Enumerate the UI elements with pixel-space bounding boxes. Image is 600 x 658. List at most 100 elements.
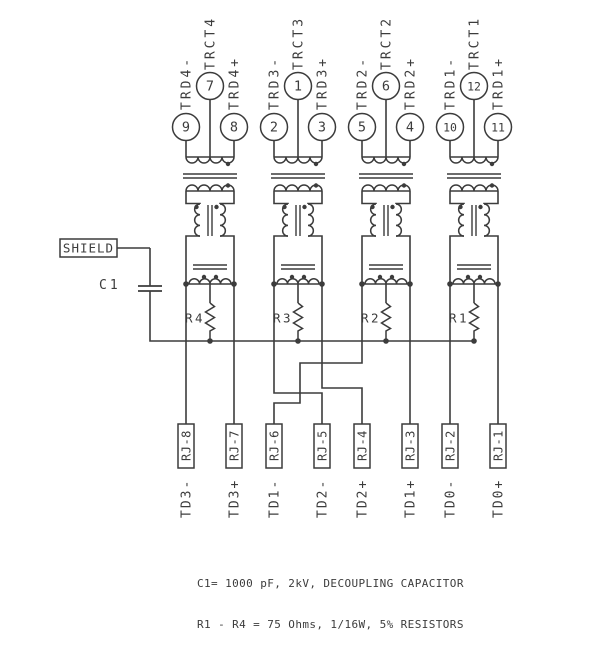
primary-winding [361, 156, 411, 164]
wire [483, 191, 499, 205]
connector-label: RJ-4 [356, 430, 370, 461]
wire [273, 235, 288, 284]
pin-number: 7 [206, 79, 214, 95]
connector-label: RJ-8 [180, 430, 194, 461]
choke-coil [483, 203, 491, 237]
wire [273, 191, 289, 205]
pin-number: 1 [294, 79, 302, 95]
polarity-dot [458, 204, 463, 210]
secondary-winding [185, 184, 235, 192]
polarity-dot [377, 274, 383, 280]
polarity-dot [313, 161, 319, 167]
signal-label: TD0+ [492, 479, 507, 518]
wire [449, 191, 465, 205]
pin-number: 6 [382, 79, 390, 95]
secondary-winding [449, 184, 499, 192]
wire [484, 235, 499, 284]
top-label-center-tap: TRCT1 [468, 16, 483, 70]
polarity-dot [401, 183, 407, 188]
primary-winding [273, 156, 323, 164]
resistor-label: R1 [449, 311, 469, 326]
resistor [380, 302, 392, 341]
note-capacitor: C1= 1000 pF, 2kV, DECOUPLING CAPACITOR [197, 577, 464, 590]
pin-number: 2 [270, 120, 278, 136]
polarity-dot [194, 204, 199, 210]
primary-winding [185, 156, 235, 164]
polarity-dot [477, 274, 483, 280]
polarity-dot [313, 183, 319, 188]
signal-label: TD3- [180, 479, 195, 518]
polarity-dot [289, 274, 295, 280]
choke-coil [307, 203, 315, 237]
choke-coil [457, 203, 465, 237]
connector-label: RJ-3 [404, 430, 418, 461]
signal-label: TD0- [444, 479, 459, 518]
connector-label: RJ-1 [492, 430, 506, 461]
top-label-plus: TRD4+ [228, 56, 243, 110]
connector-box [225, 423, 243, 469]
pin-number: 3 [318, 120, 326, 136]
signal-label: TD2- [316, 479, 331, 518]
polarity-dot [201, 274, 207, 280]
signal-label: TD3+ [228, 479, 243, 518]
wire [185, 191, 201, 205]
choke-coil [193, 203, 201, 237]
connector-label: RJ-7 [228, 430, 242, 461]
pin-number: 4 [406, 120, 414, 136]
polarity-dot [390, 204, 395, 210]
note-resistors: R1 - R4 = 75 Ohms, 1/16W, 5% RESISTORS [197, 617, 464, 631]
primary-winding [449, 156, 499, 164]
connector-box [265, 423, 283, 469]
polarity-dot [370, 204, 375, 210]
connector-label: RJ-5 [316, 430, 330, 461]
schematic-canvas: TRD4-TRCT4TRD4+978R4TRD3-TRCT3TRD3+213R3… [59, 16, 513, 518]
wire [185, 235, 200, 284]
polarity-dot [401, 161, 407, 167]
connector-box [177, 423, 195, 469]
choke-coil [395, 203, 403, 237]
top-label-center-tap: TRCT3 [292, 16, 307, 70]
polarity-dot [301, 274, 307, 280]
top-label-minus: TRD3- [268, 56, 283, 110]
wire [307, 191, 323, 205]
polarity-dot [478, 204, 483, 210]
wire [396, 235, 411, 284]
connector-box [313, 423, 331, 469]
signal-label: TD1- [268, 479, 283, 518]
wire [449, 235, 464, 284]
top-label-center-tap: TRCT2 [380, 16, 395, 70]
polarity-dot [489, 161, 495, 167]
pin-number: 12 [467, 80, 481, 94]
termination-bus [149, 291, 474, 342]
notes-block: C1= 1000 pF, 2kV, DECOUPLING CAPACITOR R… [197, 550, 464, 658]
connector-box [441, 423, 459, 469]
choke-coil [281, 203, 289, 237]
top-label-minus: TRD1- [444, 56, 459, 110]
polarity-dot [214, 204, 219, 210]
choke-coil [369, 203, 377, 237]
resistor-label: R4 [185, 311, 205, 326]
output-wire [321, 284, 363, 424]
polarity-dot [225, 161, 231, 167]
pin-number: 5 [358, 120, 366, 136]
output-wire [273, 284, 363, 424]
wire [361, 191, 377, 205]
resistor-label: R3 [273, 311, 293, 326]
wire [308, 235, 323, 284]
wire [220, 235, 235, 284]
resistor [204, 302, 216, 341]
resistor [292, 302, 304, 341]
